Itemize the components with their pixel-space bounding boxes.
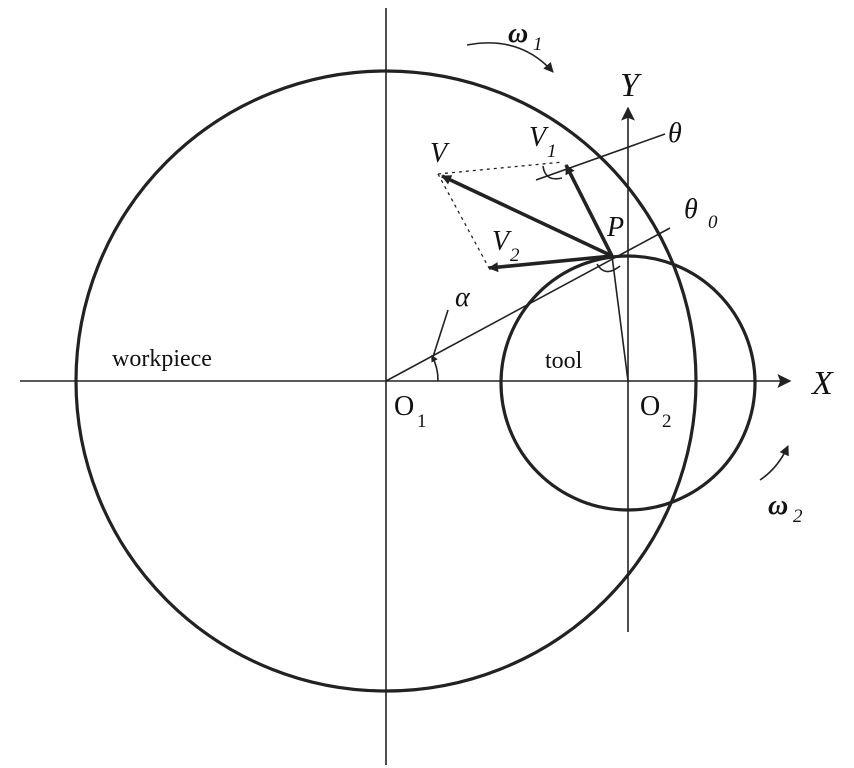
vector-v2-label: V bbox=[492, 226, 512, 257]
omega2-rotation-arrow bbox=[759, 445, 789, 481]
y-axis-label: Y bbox=[620, 67, 642, 104]
x-axis-label: X bbox=[810, 365, 834, 402]
vector-v bbox=[441, 174, 613, 258]
vector-v1 bbox=[564, 164, 614, 257]
origin-o1-subscript: 1 bbox=[417, 411, 427, 432]
alpha-label: α bbox=[455, 282, 471, 313]
vector-v2-subscript: 2 bbox=[510, 245, 520, 266]
theta-direction-line bbox=[535, 133, 666, 181]
vector-v2 bbox=[488, 254, 613, 273]
theta0-label: θ bbox=[684, 194, 698, 225]
workpiece-label: workpiece bbox=[112, 346, 212, 372]
theta-arc bbox=[542, 165, 563, 180]
point-p-label: P bbox=[606, 212, 624, 243]
omega2-subscript: 2 bbox=[793, 506, 803, 527]
omega1-subscript: 1 bbox=[533, 34, 543, 55]
vector-v1-subscript: 1 bbox=[547, 141, 557, 162]
vector-v-label: V bbox=[430, 138, 450, 169]
radius-o2-to-p bbox=[611, 255, 629, 382]
theta0-subscript: 0 bbox=[708, 212, 718, 233]
omega1-label: ω bbox=[508, 18, 528, 49]
omega2-label: ω bbox=[768, 490, 788, 521]
theta0-arc bbox=[596, 263, 621, 273]
theta-label: θ bbox=[668, 118, 682, 149]
origin-o2-subscript: 2 bbox=[662, 411, 672, 432]
origin-o2-label: O bbox=[640, 391, 660, 422]
tool-circle bbox=[499, 254, 757, 512]
tool-label: tool bbox=[545, 348, 583, 374]
workpiece-circle bbox=[74, 69, 698, 693]
vector-v1-label: V bbox=[529, 122, 549, 153]
alpha-leader bbox=[431, 309, 449, 361]
origin-o1-label: O bbox=[394, 391, 414, 422]
omega1-rotation-arrow bbox=[466, 42, 554, 73]
